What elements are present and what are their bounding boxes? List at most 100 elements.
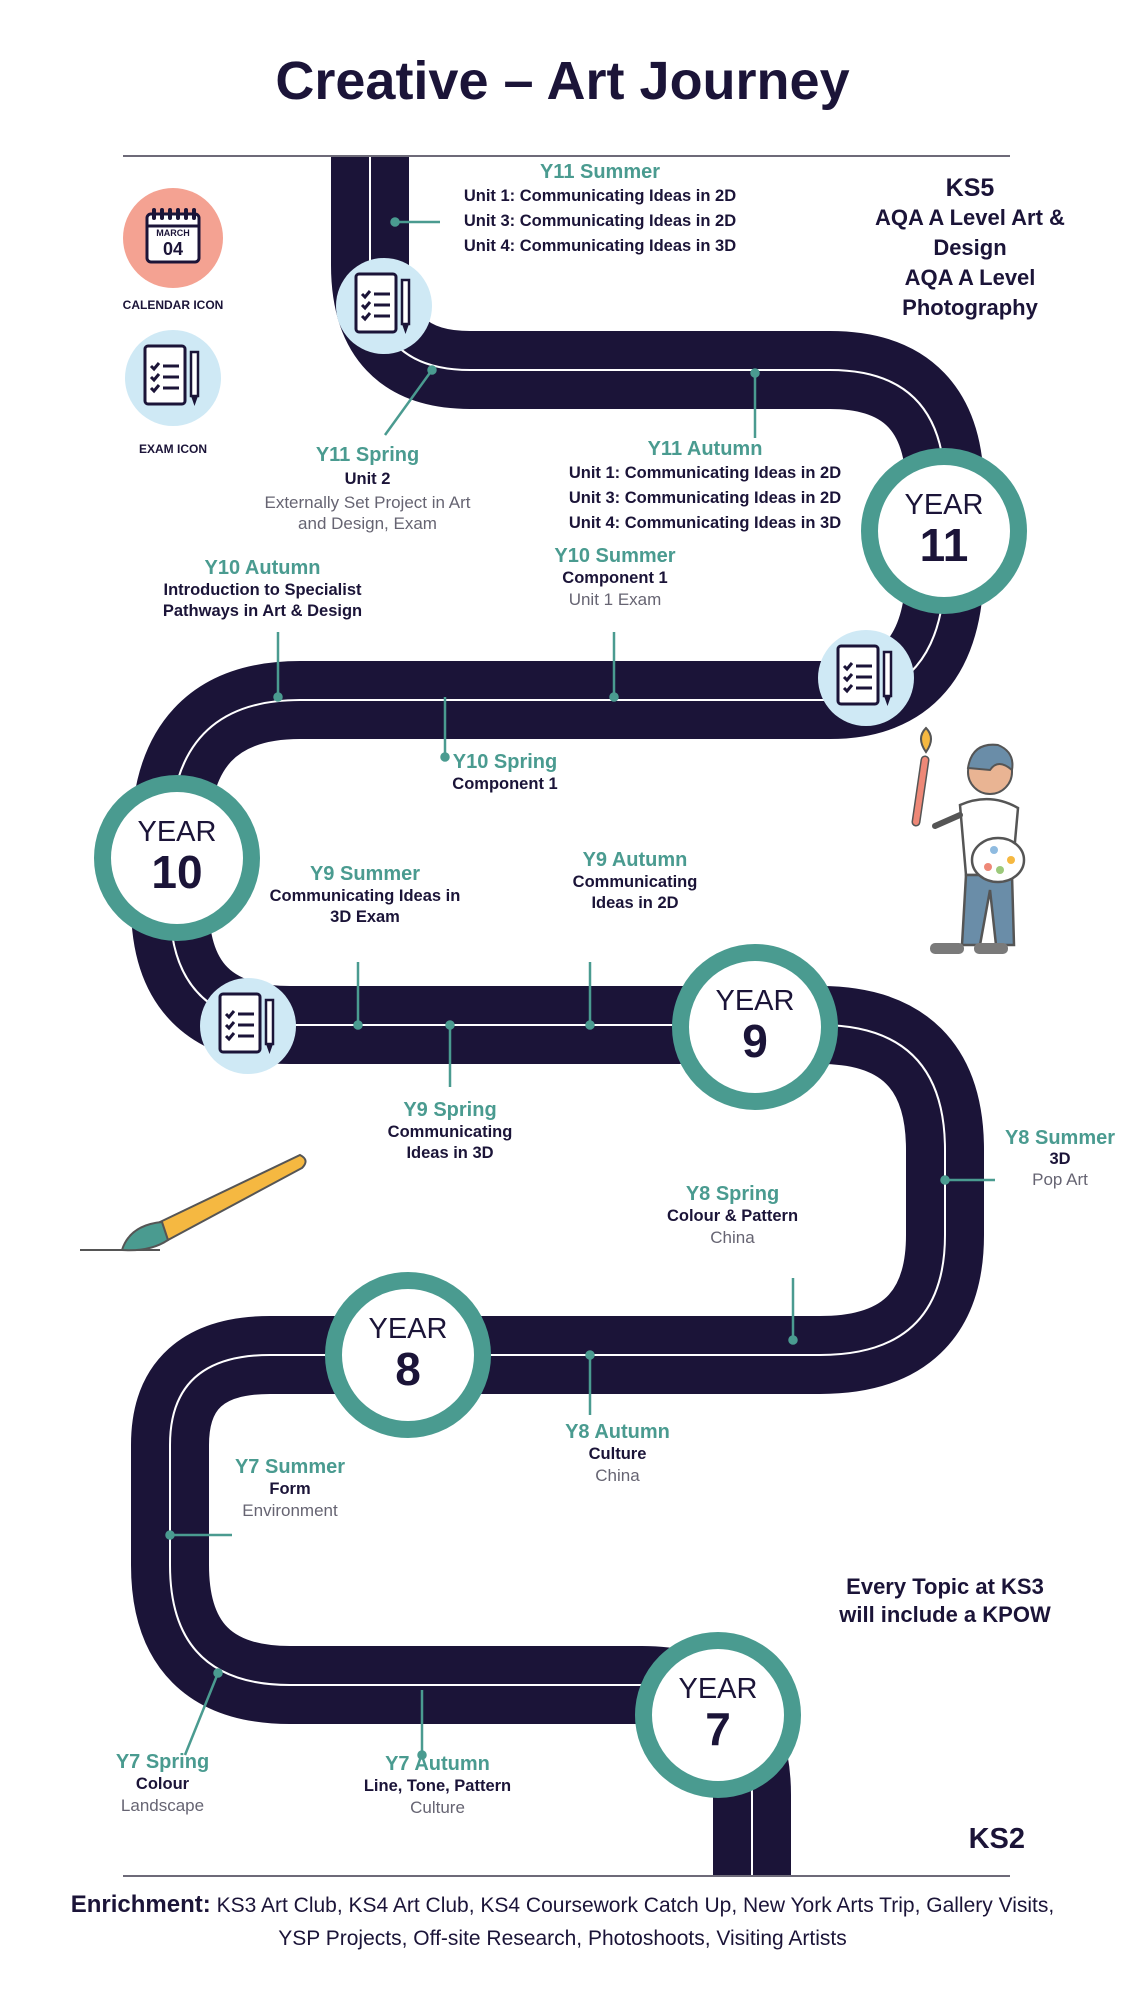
enrichment-footer: Enrichment: KS3 Art Club, KS4 Art Club, … xyxy=(60,1888,1065,1955)
unit-label: 3D xyxy=(1049,1150,1071,1168)
term-label: Y10 Autumn xyxy=(204,557,321,579)
term-label: Y9 Spring xyxy=(403,1099,497,1121)
term-label: Y11 Spring xyxy=(315,444,420,466)
term-label: Y9 Summer xyxy=(309,863,421,885)
unit-label: Component 1 xyxy=(452,775,558,793)
term-label: Y10 Summer xyxy=(554,545,676,567)
unit-label: Introduction to Specialist xyxy=(163,581,362,599)
exam-icon-label: EXAM ICON xyxy=(138,442,207,456)
ks5-line: Design xyxy=(933,235,1007,260)
unit-label: Line, Tone, Pattern xyxy=(363,1777,512,1795)
topic-y11-summer: Y11 Summer Unit 1: Communicating Ideas i… xyxy=(430,160,770,259)
calendar-icon: MARCH 04 xyxy=(123,188,223,288)
term-label: Y8 Summer xyxy=(1004,1127,1116,1149)
kpow-note: Every Topic at KS3 will include a KPOW xyxy=(810,1573,1080,1629)
enrichment-label: Enrichment: xyxy=(70,1891,211,1918)
ks5-line: Photography xyxy=(902,295,1038,320)
unit-label: Communicating xyxy=(387,1123,513,1141)
detail-label: Unit 1 Exam xyxy=(568,590,662,609)
year-word: YEAR xyxy=(137,816,217,848)
top-rule xyxy=(123,155,1010,157)
detail-label: Pop Art xyxy=(1032,1170,1088,1189)
unit-label: Unit 3: Communicating Ideas in 2D xyxy=(463,212,737,230)
topic-y8-autumn: Y8 Autumn Culture China xyxy=(535,1420,700,1486)
year-number: 8 xyxy=(395,1343,421,1395)
detail-label: Environment xyxy=(242,1501,338,1520)
ks5-line: AQA A Level xyxy=(904,265,1036,290)
unit-label: Unit 1: Communicating Ideas in 2D xyxy=(568,464,842,482)
unit-label: Pathways in Art & Design xyxy=(162,602,363,620)
detail-label: China xyxy=(710,1228,755,1247)
unit-label: Unit 4: Communicating Ideas in 3D xyxy=(463,237,737,255)
unit-label: 3D Exam xyxy=(330,908,400,926)
exam-icon-legend xyxy=(125,330,221,426)
term-label: Y8 Spring xyxy=(685,1183,780,1205)
calendar-icon-label: CALENDAR ICON xyxy=(122,298,224,312)
unit-label: Ideas in 3D xyxy=(406,1144,494,1162)
unit-label: Unit 2 xyxy=(344,470,391,488)
paintbrush-icon xyxy=(80,1153,307,1252)
connector-y7-spring xyxy=(183,1672,220,1756)
topic-y7-autumn: Y7 Autumn Line, Tone, Pattern Culture xyxy=(340,1752,535,1818)
year-number: 9 xyxy=(742,1015,768,1067)
calendar-month: MARCH xyxy=(156,228,190,238)
kpow-line: will include a KPOW xyxy=(839,1602,1051,1627)
bottom-rule xyxy=(123,1875,1010,1877)
unit-label: Form xyxy=(269,1480,311,1498)
year-word: YEAR xyxy=(678,1673,758,1705)
unit-label: Unit 1: Communicating Ideas in 2D xyxy=(463,187,737,205)
topic-y10-summer: Y10 Summer Component 1 Unit 1 Exam xyxy=(520,544,710,610)
detail-label: and Design, Exam xyxy=(298,514,437,533)
enrichment-text: KS3 Art Club, KS4 Art Club, KS4 Coursewo… xyxy=(216,1894,1055,1950)
unit-label: Ideas in 2D xyxy=(591,894,679,912)
year-number: 10 xyxy=(151,846,203,898)
detail-label: China xyxy=(595,1466,640,1485)
term-label: Y8 Autumn xyxy=(565,1421,670,1443)
topic-y7-spring: Y7 Spring Colour Landscape xyxy=(95,1750,230,1816)
detail-label: Culture xyxy=(410,1798,465,1817)
year-word: YEAR xyxy=(904,489,984,521)
topic-y10-autumn: Y10 Autumn Introduction to Specialist Pa… xyxy=(135,556,390,622)
year-word: YEAR xyxy=(368,1313,448,1345)
topic-y9-spring: Y9 Spring Communicating Ideas in 3D xyxy=(355,1098,545,1164)
detail-label: Externally Set Project in Art xyxy=(264,493,471,512)
exam-icon-y10-summer xyxy=(818,630,914,726)
term-label: Y7 Spring xyxy=(115,1751,210,1773)
artist-icon xyxy=(911,726,1026,954)
topic-y9-autumn: Y9 Autumn Communicating Ideas in 2D xyxy=(545,848,725,914)
ks5-block: KS5 AQA A Level Art & Design AQA A Level… xyxy=(860,173,1080,323)
ks5-heading: KS5 xyxy=(945,174,995,202)
unit-label: Communicating xyxy=(572,873,698,891)
term-label: Y11 Summer xyxy=(539,161,661,183)
topic-y8-summer: Y8 Summer 3D Pop Art xyxy=(990,1126,1125,1190)
unit-label: Unit 4: Communicating Ideas in 3D xyxy=(568,514,842,532)
topic-y9-summer: Y9 Summer Communicating Ideas in 3D Exam xyxy=(245,862,485,928)
term-label: Y7 Autumn xyxy=(385,1753,490,1775)
exam-icon-y11-summer xyxy=(336,258,432,354)
year-number: 11 xyxy=(919,519,969,571)
exam-icon-y9-summer xyxy=(200,978,296,1074)
ks2-label: KS2 xyxy=(968,1823,1025,1855)
topic-y7-summer: Y7 Summer Form Environment xyxy=(215,1455,365,1521)
topic-y10-spring: Y10 Spring Component 1 xyxy=(420,750,590,795)
year-word: YEAR xyxy=(715,985,795,1017)
year-number: 7 xyxy=(705,1703,731,1755)
term-label: Y10 Spring xyxy=(452,751,558,773)
term-label: Y9 Autumn xyxy=(582,849,688,871)
page-title: Creative – Art Journey xyxy=(275,51,850,111)
term-label: Y11 Autumn xyxy=(647,438,763,460)
unit-label: Component 1 xyxy=(562,569,668,587)
unit-label: Unit 3: Communicating Ideas in 2D xyxy=(568,489,842,507)
connector-y11-spring xyxy=(383,369,434,436)
kpow-line: Every Topic at KS3 xyxy=(846,1574,1044,1599)
unit-label: Culture xyxy=(588,1445,647,1463)
unit-label: Colour xyxy=(135,1775,190,1793)
topic-y11-spring: Y11 Spring Unit 2 Externally Set Project… xyxy=(240,443,495,534)
unit-label: Communicating Ideas in xyxy=(269,887,461,905)
term-label: Y7 Summer xyxy=(234,1456,346,1478)
